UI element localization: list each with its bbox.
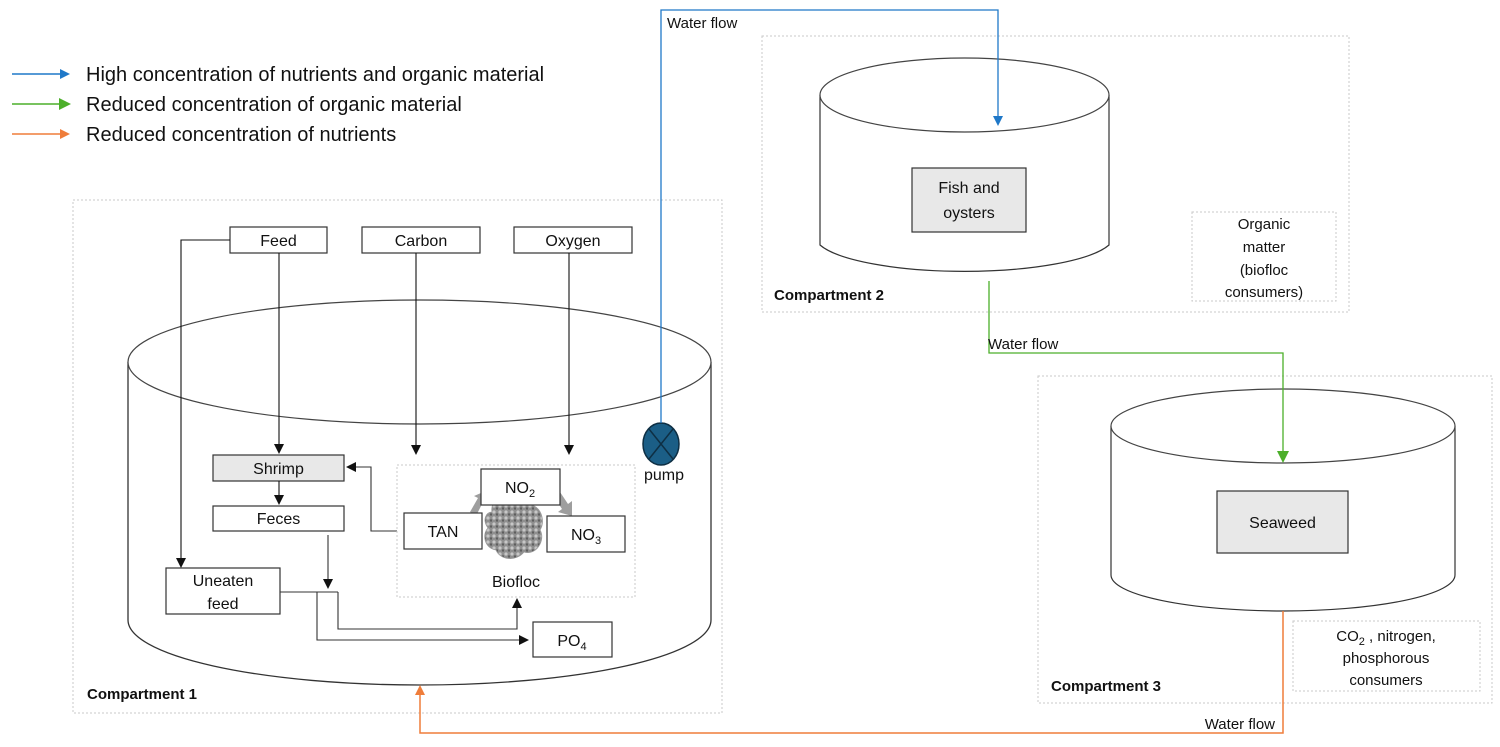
biofloc-label: Biofloc — [492, 574, 540, 591]
no2-label: NO2 — [505, 480, 535, 500]
role-line-1: CO2 , nitrogen, — [1336, 628, 1436, 648]
role-line: (biofloc — [1240, 262, 1289, 279]
oxygen-input-box: Oxygen — [513, 226, 633, 254]
legend-item-blue: High concentration of nutrients and orga… — [12, 64, 544, 86]
biofloc-box: TAN NO2 NO3 Biofloc — [396, 464, 636, 598]
compartment-1-title: Compartment 1 — [87, 686, 197, 703]
uneaten-label-line1: Uneaten — [193, 573, 254, 590]
po4-box: PO4 — [532, 621, 613, 658]
role-line: Organic — [1238, 216, 1291, 233]
compartment-2: Fish and oysters Organic matter (biofloc… — [761, 35, 1350, 313]
to-po4-arrow — [316, 592, 529, 645]
flow-to-compartment-3: Water flow — [988, 281, 1289, 463]
feces-box: Feces — [212, 505, 345, 532]
compartment-1: Feed Carbon Oxygen Shrimp Feces — [72, 199, 723, 714]
water-flow-label: Water flow — [1205, 716, 1275, 733]
legend-label: Reduced concentration of nutrients — [86, 124, 396, 146]
role-line: matter — [1243, 239, 1286, 256]
feces-label: Feces — [257, 511, 301, 528]
to-biofloc-arrow — [337, 592, 522, 630]
fish-oysters-label-line2: oysters — [943, 205, 995, 222]
legend: High concentration of nutrients and orga… — [12, 64, 544, 146]
feed-to-uneaten-arrow — [176, 239, 230, 568]
carbon-input-box: Carbon — [361, 226, 481, 254]
compartment-1-frame — [72, 199, 723, 714]
uneaten-label-line2: feed — [207, 596, 238, 613]
fish-oysters-label-line1: Fish and — [938, 180, 999, 197]
blue-flow-arrow — [660, 9, 1003, 423]
po4-label: PO4 — [557, 633, 586, 653]
legend-item-orange: Reduced concentration of nutrients — [12, 124, 396, 146]
water-flow-label: Water flow — [667, 15, 737, 32]
waste-connectors — [280, 462, 529, 645]
pump-label: pump — [644, 467, 684, 484]
feed-label: Feed — [260, 233, 296, 250]
nutrient-consumers-role-box: CO2 , nitrogen, phosphorous consumers — [1292, 620, 1481, 692]
organic-matter-role-box: Organic matter (biofloc consumers) — [1191, 211, 1337, 302]
green-flow-arrow — [988, 281, 1289, 463]
flow-to-compartment-1: Water flow — [415, 611, 1284, 734]
role-line-2: phosphorous — [1343, 650, 1430, 667]
seaweed-box: Seaweed — [1216, 490, 1349, 554]
shrimp-label: Shrimp — [253, 461, 304, 478]
compartment-3-title: Compartment 3 — [1051, 678, 1161, 695]
feed-input-box: Feed — [229, 226, 328, 254]
shrimp-box: Shrimp — [212, 454, 345, 482]
legend-label: High concentration of nutrients and orga… — [86, 64, 544, 86]
compartment-3-frame — [1037, 375, 1493, 704]
seaweed-label: Seaweed — [1249, 515, 1316, 532]
legend-item-green: Reduced concentration of organic materia… — [12, 94, 462, 116]
tan-box: TAN — [403, 512, 483, 550]
compartment-2-frame — [761, 35, 1350, 313]
tan-label: TAN — [428, 524, 459, 541]
biofloc-to-shrimp-arrow — [346, 462, 397, 532]
uneaten-feed-box: Uneaten feed — [165, 567, 281, 615]
compartment-3: Seaweed CO2 , nitrogen, phosphorous cons… — [1037, 375, 1493, 704]
oxygen-label: Oxygen — [545, 233, 600, 250]
no3-label: NO3 — [571, 527, 601, 547]
role-line-3: consumers — [1349, 672, 1422, 689]
role-line: consumers) — [1225, 284, 1303, 301]
tank-2 — [819, 57, 1110, 272]
tank-1 — [127, 299, 712, 686]
no2-box: NO2 — [480, 468, 561, 506]
legend-label: Reduced concentration of organic materia… — [86, 94, 462, 116]
no3-box: NO3 — [546, 515, 626, 553]
compartment-2-title: Compartment 2 — [774, 287, 884, 304]
fish-oysters-box: Fish and oysters — [911, 167, 1027, 233]
carbon-label: Carbon — [395, 233, 447, 250]
water-flow-label: Water flow — [988, 336, 1058, 353]
input-connectors — [176, 239, 574, 568]
orange-flow-arrow — [415, 611, 1284, 734]
flow-to-compartment-2: Water flow — [660, 9, 1003, 423]
